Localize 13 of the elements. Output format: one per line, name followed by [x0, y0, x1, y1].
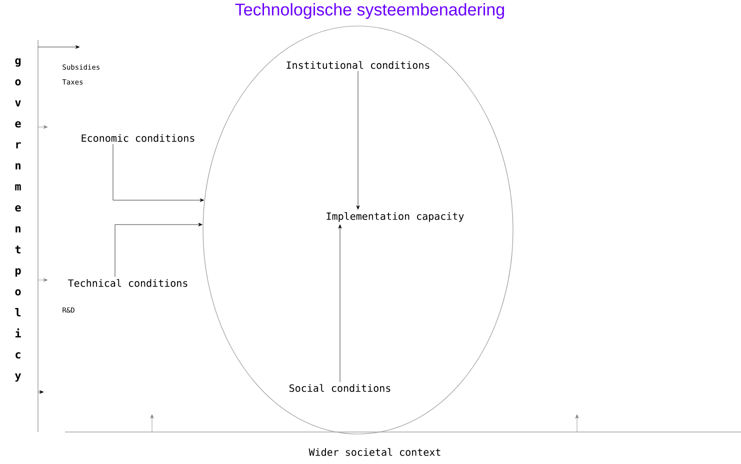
- title: Technologische systeembenadering: [235, 3, 504, 19]
- axis-label: Wider societal context: [308, 448, 440, 456]
- axis-label: government policy: [15, 58, 22, 382]
- arrow: [356, 70, 360, 210]
- condition-label: Social conditions: [290, 384, 390, 392]
- condition-label: Institutional conditions: [286, 61, 430, 69]
- condition-label: Technical conditions: [68, 279, 188, 287]
- arrow: [112, 144, 204, 202]
- condition-label: Economic conditions: [82, 134, 194, 142]
- arrow: [338, 224, 342, 382]
- condition-label: Implementation capacity: [326, 212, 464, 222]
- arrow: [114, 222, 202, 278]
- ellipse: [202, 26, 514, 434]
